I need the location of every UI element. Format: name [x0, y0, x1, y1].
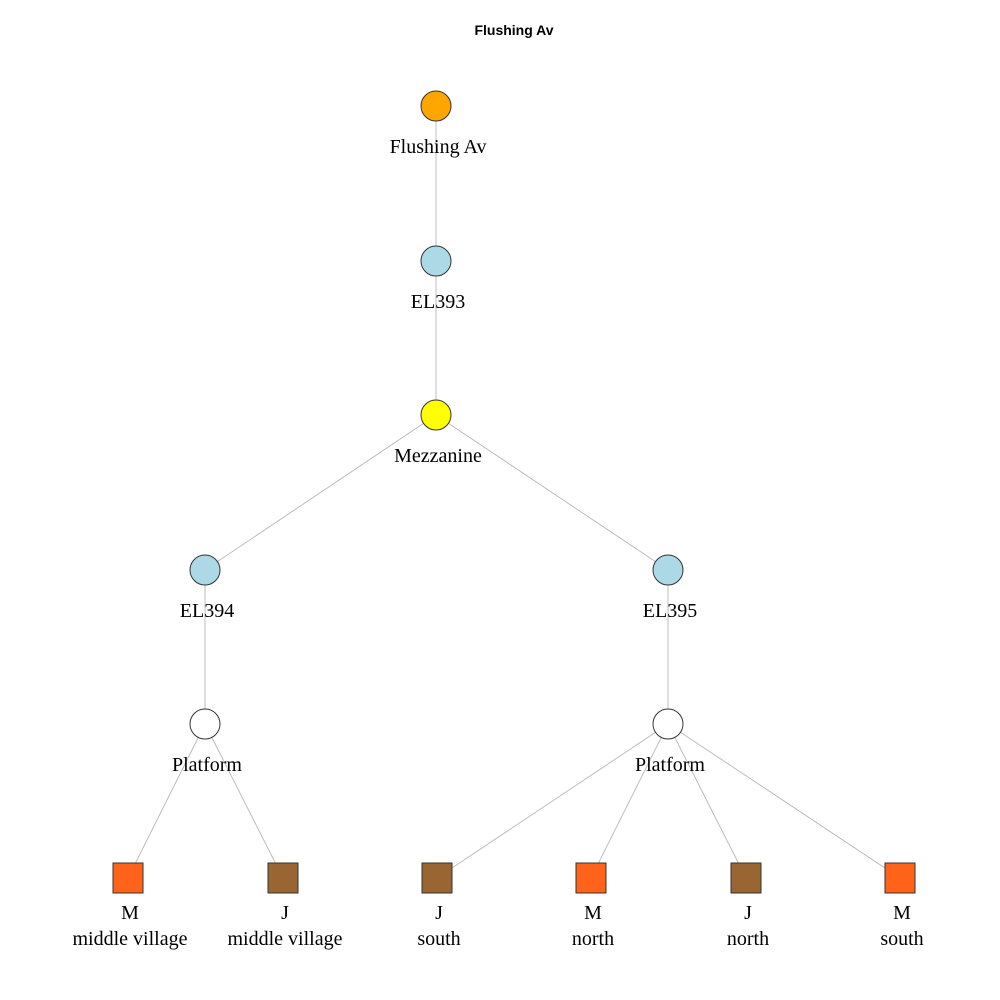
node-label: M [584, 902, 602, 924]
diagram-title: Flushing Av [474, 22, 553, 38]
node-circle [652, 554, 684, 586]
node-label: J [744, 902, 752, 924]
elevator-node-el393: EL393 [411, 245, 465, 313]
node-square [884, 862, 916, 894]
edge-n2-n4 [435, 414, 669, 571]
node-circle [420, 245, 452, 277]
node-label: M [121, 902, 139, 924]
edge-n6-n10 [590, 723, 669, 879]
node-square [112, 862, 144, 894]
node-circle [420, 90, 452, 122]
node-label: J [435, 902, 443, 924]
edges-layer [127, 106, 901, 879]
node-label: Mezzanine [394, 445, 482, 467]
node-label: middle village [228, 928, 343, 950]
elevator-node-el394: EL394 [180, 554, 234, 622]
node-label: Platform [635, 754, 705, 776]
mezzanine-node: Mezzanine [394, 399, 482, 467]
edge-n5-n8 [204, 723, 284, 879]
node-label: north [572, 928, 614, 950]
platform-node-left: Platform [172, 708, 242, 776]
node-square [421, 862, 453, 894]
node-label: EL393 [411, 291, 465, 313]
node-label: EL394 [180, 600, 234, 622]
node-square [575, 862, 607, 894]
node-label: south [417, 928, 460, 950]
node-label: south [880, 928, 923, 950]
platform-node-right: Platform [635, 708, 705, 776]
node-circle [420, 399, 452, 431]
station-node: Flushing Av [390, 90, 487, 158]
edge-n5-n7 [127, 723, 206, 879]
node-label: J [281, 902, 289, 924]
node-label: M [893, 902, 911, 924]
node-label: north [727, 928, 769, 950]
edge-n6-n11 [667, 723, 747, 879]
node-circle [652, 708, 684, 740]
node-label: Flushing Av [390, 136, 487, 158]
node-square [730, 862, 762, 894]
node-label: middle village [73, 928, 188, 950]
edge-n6-n12 [667, 723, 901, 879]
edge-n6-n9 [436, 723, 669, 879]
node-square [267, 862, 299, 894]
elevator-node-el395: EL395 [643, 554, 697, 622]
node-circle [189, 554, 221, 586]
edge-n2-n3 [204, 414, 437, 571]
node-circle [189, 708, 221, 740]
node-label: EL395 [643, 600, 697, 622]
node-label: Platform [172, 754, 242, 776]
